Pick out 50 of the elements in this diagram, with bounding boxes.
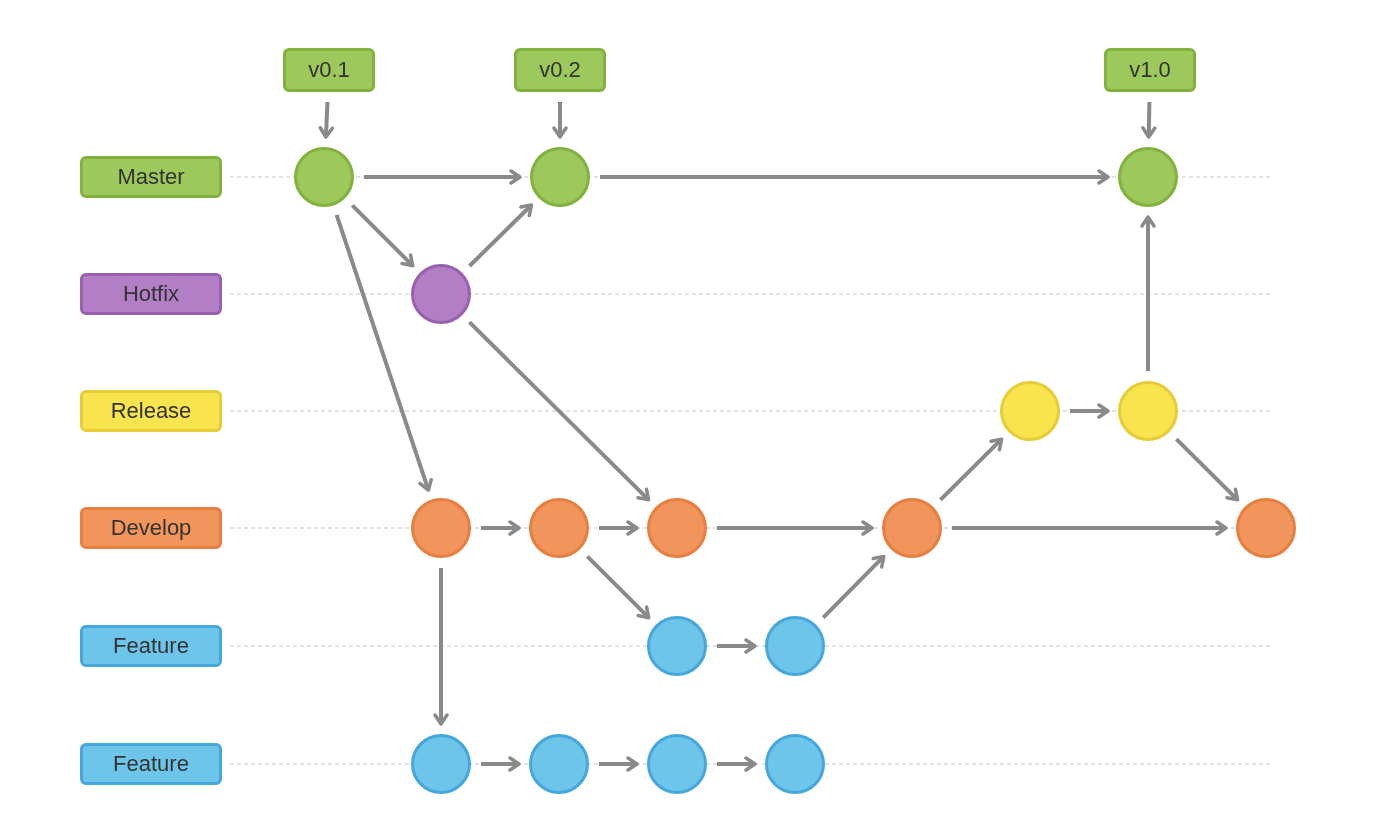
version-tag: v1.0: [1104, 48, 1196, 92]
commit-circle: [647, 498, 707, 558]
arrow: [1140, 215, 1156, 371]
commit-circle: [1000, 381, 1060, 441]
arrow: [599, 520, 639, 536]
arrow: [1175, 437, 1240, 502]
branch-label: Master: [80, 156, 222, 198]
commit-circle: [647, 616, 707, 676]
arrow: [433, 568, 449, 726]
commit-circle: [765, 616, 825, 676]
commit-circle: [647, 734, 707, 794]
commit-circle: [529, 498, 589, 558]
arrow: [599, 756, 639, 772]
arrow: [821, 554, 886, 619]
commit-circle: [411, 264, 471, 324]
arrow: [334, 214, 433, 492]
commit-circle: [411, 498, 471, 558]
arrow: [318, 101, 335, 139]
arrow: [717, 520, 874, 536]
branch-label: Feature: [80, 625, 222, 667]
branch-label: Release: [80, 390, 222, 432]
arrow: [939, 437, 1004, 502]
arrow: [468, 320, 651, 502]
branch-label: Feature: [80, 743, 222, 785]
arrow: [1070, 403, 1110, 419]
arrow: [585, 554, 651, 620]
commit-circle: [530, 147, 590, 207]
arrow: [468, 203, 534, 268]
version-tag: v0.2: [514, 48, 606, 92]
arrow: [717, 756, 757, 772]
arrow: [481, 520, 521, 536]
arrow: [952, 520, 1228, 536]
commit-circle: [1118, 381, 1178, 441]
arrow: [350, 203, 415, 268]
commit-circle: [1236, 498, 1296, 558]
arrow: [364, 169, 522, 185]
commit-circle: [765, 734, 825, 794]
commit-circle: [1118, 147, 1178, 207]
commit-circle: [882, 498, 942, 558]
arrow: [1141, 101, 1157, 139]
branch-label: Hotfix: [80, 273, 222, 315]
arrow: [600, 169, 1110, 185]
arrow: [481, 756, 521, 772]
version-tag: v0.1: [283, 48, 375, 92]
arrow: [552, 102, 568, 139]
commit-circle: [294, 147, 354, 207]
branch-label: Develop: [80, 507, 222, 549]
commit-circle: [411, 734, 471, 794]
commit-circle: [529, 734, 589, 794]
arrow: [717, 638, 757, 654]
